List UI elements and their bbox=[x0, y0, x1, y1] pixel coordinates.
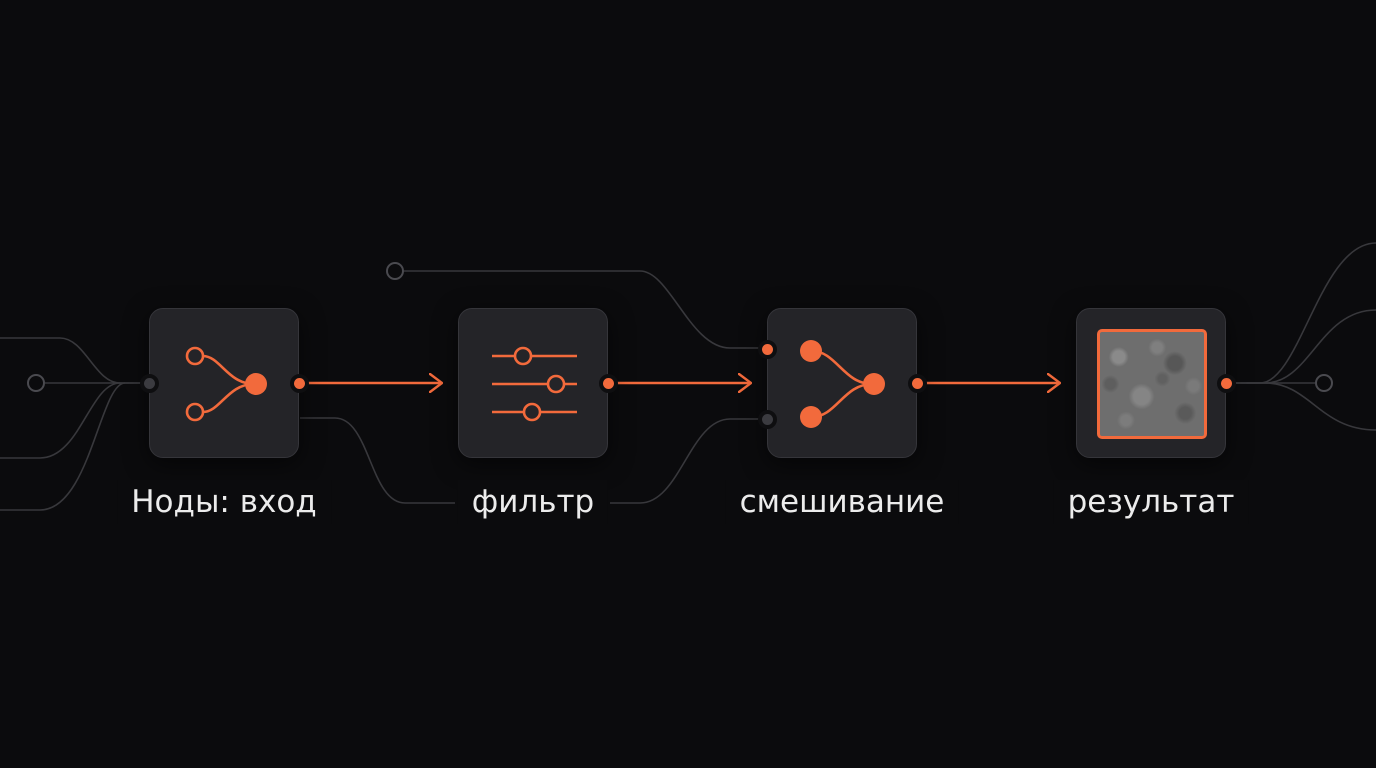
left-wires bbox=[0, 337, 149, 511]
branch-merge-icon bbox=[185, 346, 267, 422]
node-blend[interactable] bbox=[758, 308, 927, 458]
top-feed-wire bbox=[403, 270, 767, 349]
node-filter-label: фильтр bbox=[457, 480, 609, 524]
node-blend-in-port-b[interactable] bbox=[758, 410, 777, 429]
sliders-icon bbox=[492, 346, 577, 422]
node-result-out-port[interactable] bbox=[1217, 374, 1236, 393]
node-input-label: Ноды: вход bbox=[117, 480, 331, 524]
left-input-socket[interactable] bbox=[27, 374, 45, 392]
node-blend-in-port-a[interactable] bbox=[758, 340, 777, 359]
node-result[interactable] bbox=[1076, 308, 1236, 458]
node-filter[interactable] bbox=[458, 308, 618, 458]
texture-preview bbox=[1097, 329, 1207, 439]
node-input-in-port[interactable] bbox=[140, 374, 159, 393]
merge-icon bbox=[800, 340, 885, 428]
node-input[interactable] bbox=[140, 308, 309, 458]
lower-feed-wire bbox=[300, 417, 767, 504]
node-blend-out-port[interactable] bbox=[908, 374, 927, 393]
node-filter-out-port[interactable] bbox=[599, 374, 618, 393]
right-output-socket[interactable] bbox=[1315, 374, 1333, 392]
node-blend-label: смешивание bbox=[725, 480, 959, 524]
node-input-out-port[interactable] bbox=[290, 374, 309, 393]
right-wires bbox=[1227, 242, 1376, 431]
node-result-label: результат bbox=[1053, 480, 1249, 524]
top-feed-socket[interactable] bbox=[386, 262, 404, 280]
